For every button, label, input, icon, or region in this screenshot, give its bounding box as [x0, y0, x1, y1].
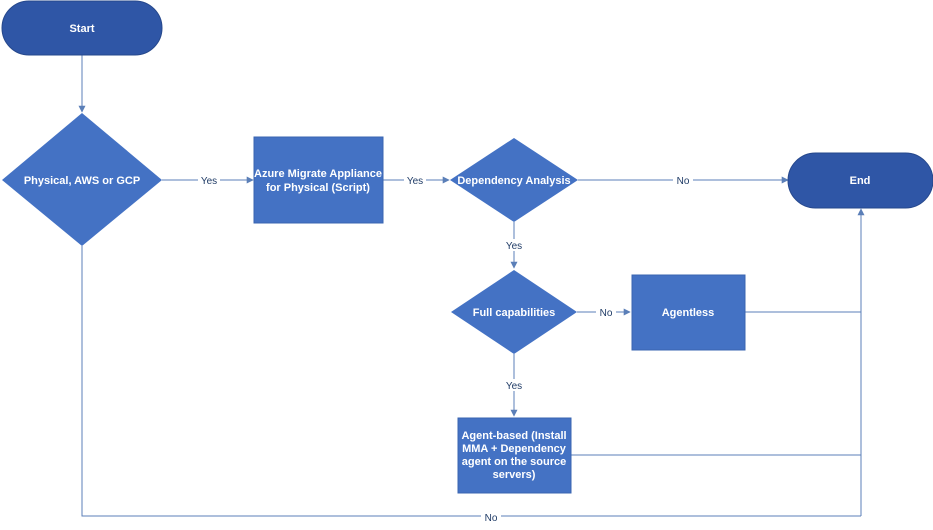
- edge-label-bottom-no: No: [485, 513, 498, 524]
- process-agent-based-label-line-1: Agent-based (Install: [461, 430, 566, 442]
- decision-dependency-analysis-label: Dependency Analysis: [457, 175, 570, 187]
- process-agent-based-label-line-4: servers): [493, 469, 536, 481]
- edge-label-physical-appliance-yes: Yes: [201, 176, 217, 187]
- process-azure-migrate-appliance-label-line-2: for Physical (Script): [266, 182, 370, 194]
- edge-label-dependency-full-yes: Yes: [506, 241, 522, 252]
- decision-full-capabilities-label: Full capabilities: [473, 307, 556, 319]
- edge-label-full-agentless-no: No: [600, 308, 613, 319]
- edge-label-appliance-dependency-yes: Yes: [407, 176, 423, 187]
- edge-label-dependency-end-no: No: [677, 176, 690, 187]
- decision-physical-aws-gcp-label: Physical, AWS or GCP: [24, 175, 140, 187]
- edge-label-full-agentbased-yes: Yes: [506, 381, 522, 392]
- start-terminal: [1, 0, 163, 56]
- process-agent-based-label-line-3: agent on the source: [462, 456, 567, 468]
- process-agent-based-label-line-2: MMA + Dependency: [462, 443, 567, 455]
- process-agentless-label: Agentless: [662, 307, 715, 319]
- process-agent-based: [457, 417, 572, 494]
- start-label: Start: [69, 23, 94, 35]
- process-azure-migrate-appliance: [253, 136, 384, 224]
- process-agentless: [631, 274, 746, 351]
- end-label: End: [850, 175, 871, 187]
- connector-physical-to-bottom: [81, 246, 861, 517]
- decision-physical-aws-gcp: [2, 113, 162, 246]
- decision-full-capabilities: [451, 270, 577, 354]
- decision-dependency-analysis: [450, 138, 578, 222]
- end-terminal: [787, 152, 933, 209]
- process-azure-migrate-appliance-label-line-1: Azure Migrate Appliance: [254, 168, 382, 180]
